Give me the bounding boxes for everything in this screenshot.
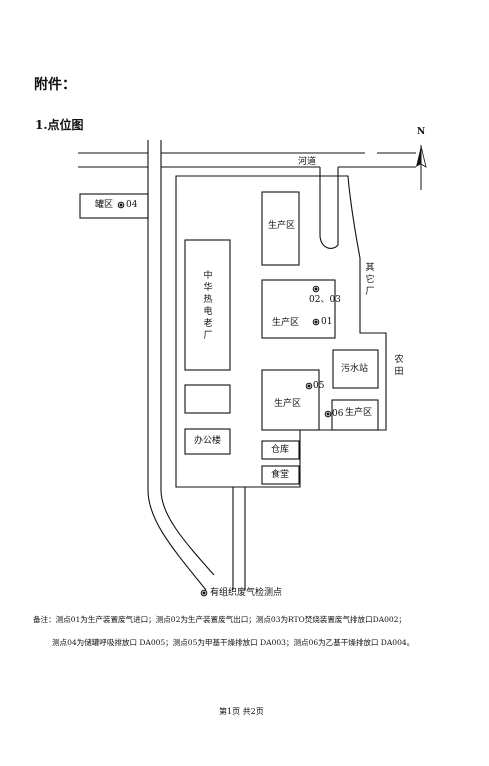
point-0203-label: 02、03 [309, 295, 341, 305]
factory-boundary [175, 175, 387, 488]
attachment-heading: 附件： [34, 77, 76, 93]
office-box [184, 428, 231, 455]
zhonghua-line-1: 中华 [203, 271, 213, 293]
production-area-1-box [261, 191, 300, 266]
production-area-4-box [331, 399, 379, 431]
note-line-2: 测点04为储罐呼吸排放口 DA005；测点05为甲基干燥排放口 DA003；测点… [52, 638, 415, 647]
tank-area-box [79, 193, 149, 219]
sewage-station-box [332, 349, 379, 389]
other-factory-line-2: 它 [365, 275, 375, 285]
production-area-1-label: 生产区 [268, 221, 296, 231]
zhonghua-line-3: 老厂 [203, 319, 213, 341]
point-04-label: 04 [126, 200, 138, 210]
zhonghua-plant-label: 中华 热电 老厂 [200, 270, 216, 342]
monitor-point-0203-icon [312, 285, 320, 293]
river-label: 河道 [298, 157, 317, 167]
warehouse-label: 仓库 [271, 445, 290, 455]
production-area-4-label: 生产区 [345, 408, 373, 418]
other-factory-line-3: 厂 [365, 287, 375, 297]
office-label: 办公楼 [194, 436, 222, 446]
zhonghua-line-2: 热电 [203, 295, 213, 317]
monitor-point-05-icon [305, 382, 313, 390]
blank-building-box [184, 384, 231, 414]
zhonghua-plant-box [184, 239, 231, 371]
farmland-line-2: 田 [394, 367, 404, 377]
legend-label: 有组织废气检测点 [210, 588, 283, 598]
monitor-point-04-icon [117, 201, 125, 209]
farmland-line-1: 农 [394, 355, 404, 365]
point-06-label: 06 [332, 409, 344, 419]
production-area-2-label: 生产区 [272, 318, 300, 328]
road-left-vertical [147, 140, 207, 591]
point-01-label: 01 [321, 317, 333, 327]
road-entrance [232, 487, 246, 590]
legend-marker-icon [200, 589, 208, 597]
production-area-3-label: 生产区 [274, 399, 302, 409]
other-factory-line-1: 其 [365, 263, 375, 273]
other-factory-label: 其 它 厂 [364, 262, 376, 298]
farmland-label: 农 田 [393, 354, 405, 378]
road-left-vertical-inner [160, 140, 215, 576]
north-arrow-icon [416, 145, 427, 190]
tank-area-label: 罐区 [95, 200, 114, 210]
note-line-1: 备注：测点01为生产装置废气进口；测点02为生产装置废气出口；测点03为RTO焚… [33, 615, 406, 624]
page-footer: 第1页 共2页 [219, 707, 264, 716]
road-right-hook [319, 167, 339, 249]
warehouse-box [261, 440, 300, 460]
section-title: 1.点位图 [35, 118, 84, 132]
canteen-box [261, 465, 300, 485]
production-area-2-box [261, 279, 336, 339]
monitor-point-06-icon [324, 410, 332, 418]
production-area-3-box [261, 369, 320, 431]
sewage-station-label: 污水站 [341, 364, 369, 374]
monitor-point-01-icon [312, 318, 320, 326]
north-label: N [417, 127, 426, 137]
canteen-label: 食堂 [271, 470, 290, 480]
point-05-label: 05 [313, 381, 325, 391]
